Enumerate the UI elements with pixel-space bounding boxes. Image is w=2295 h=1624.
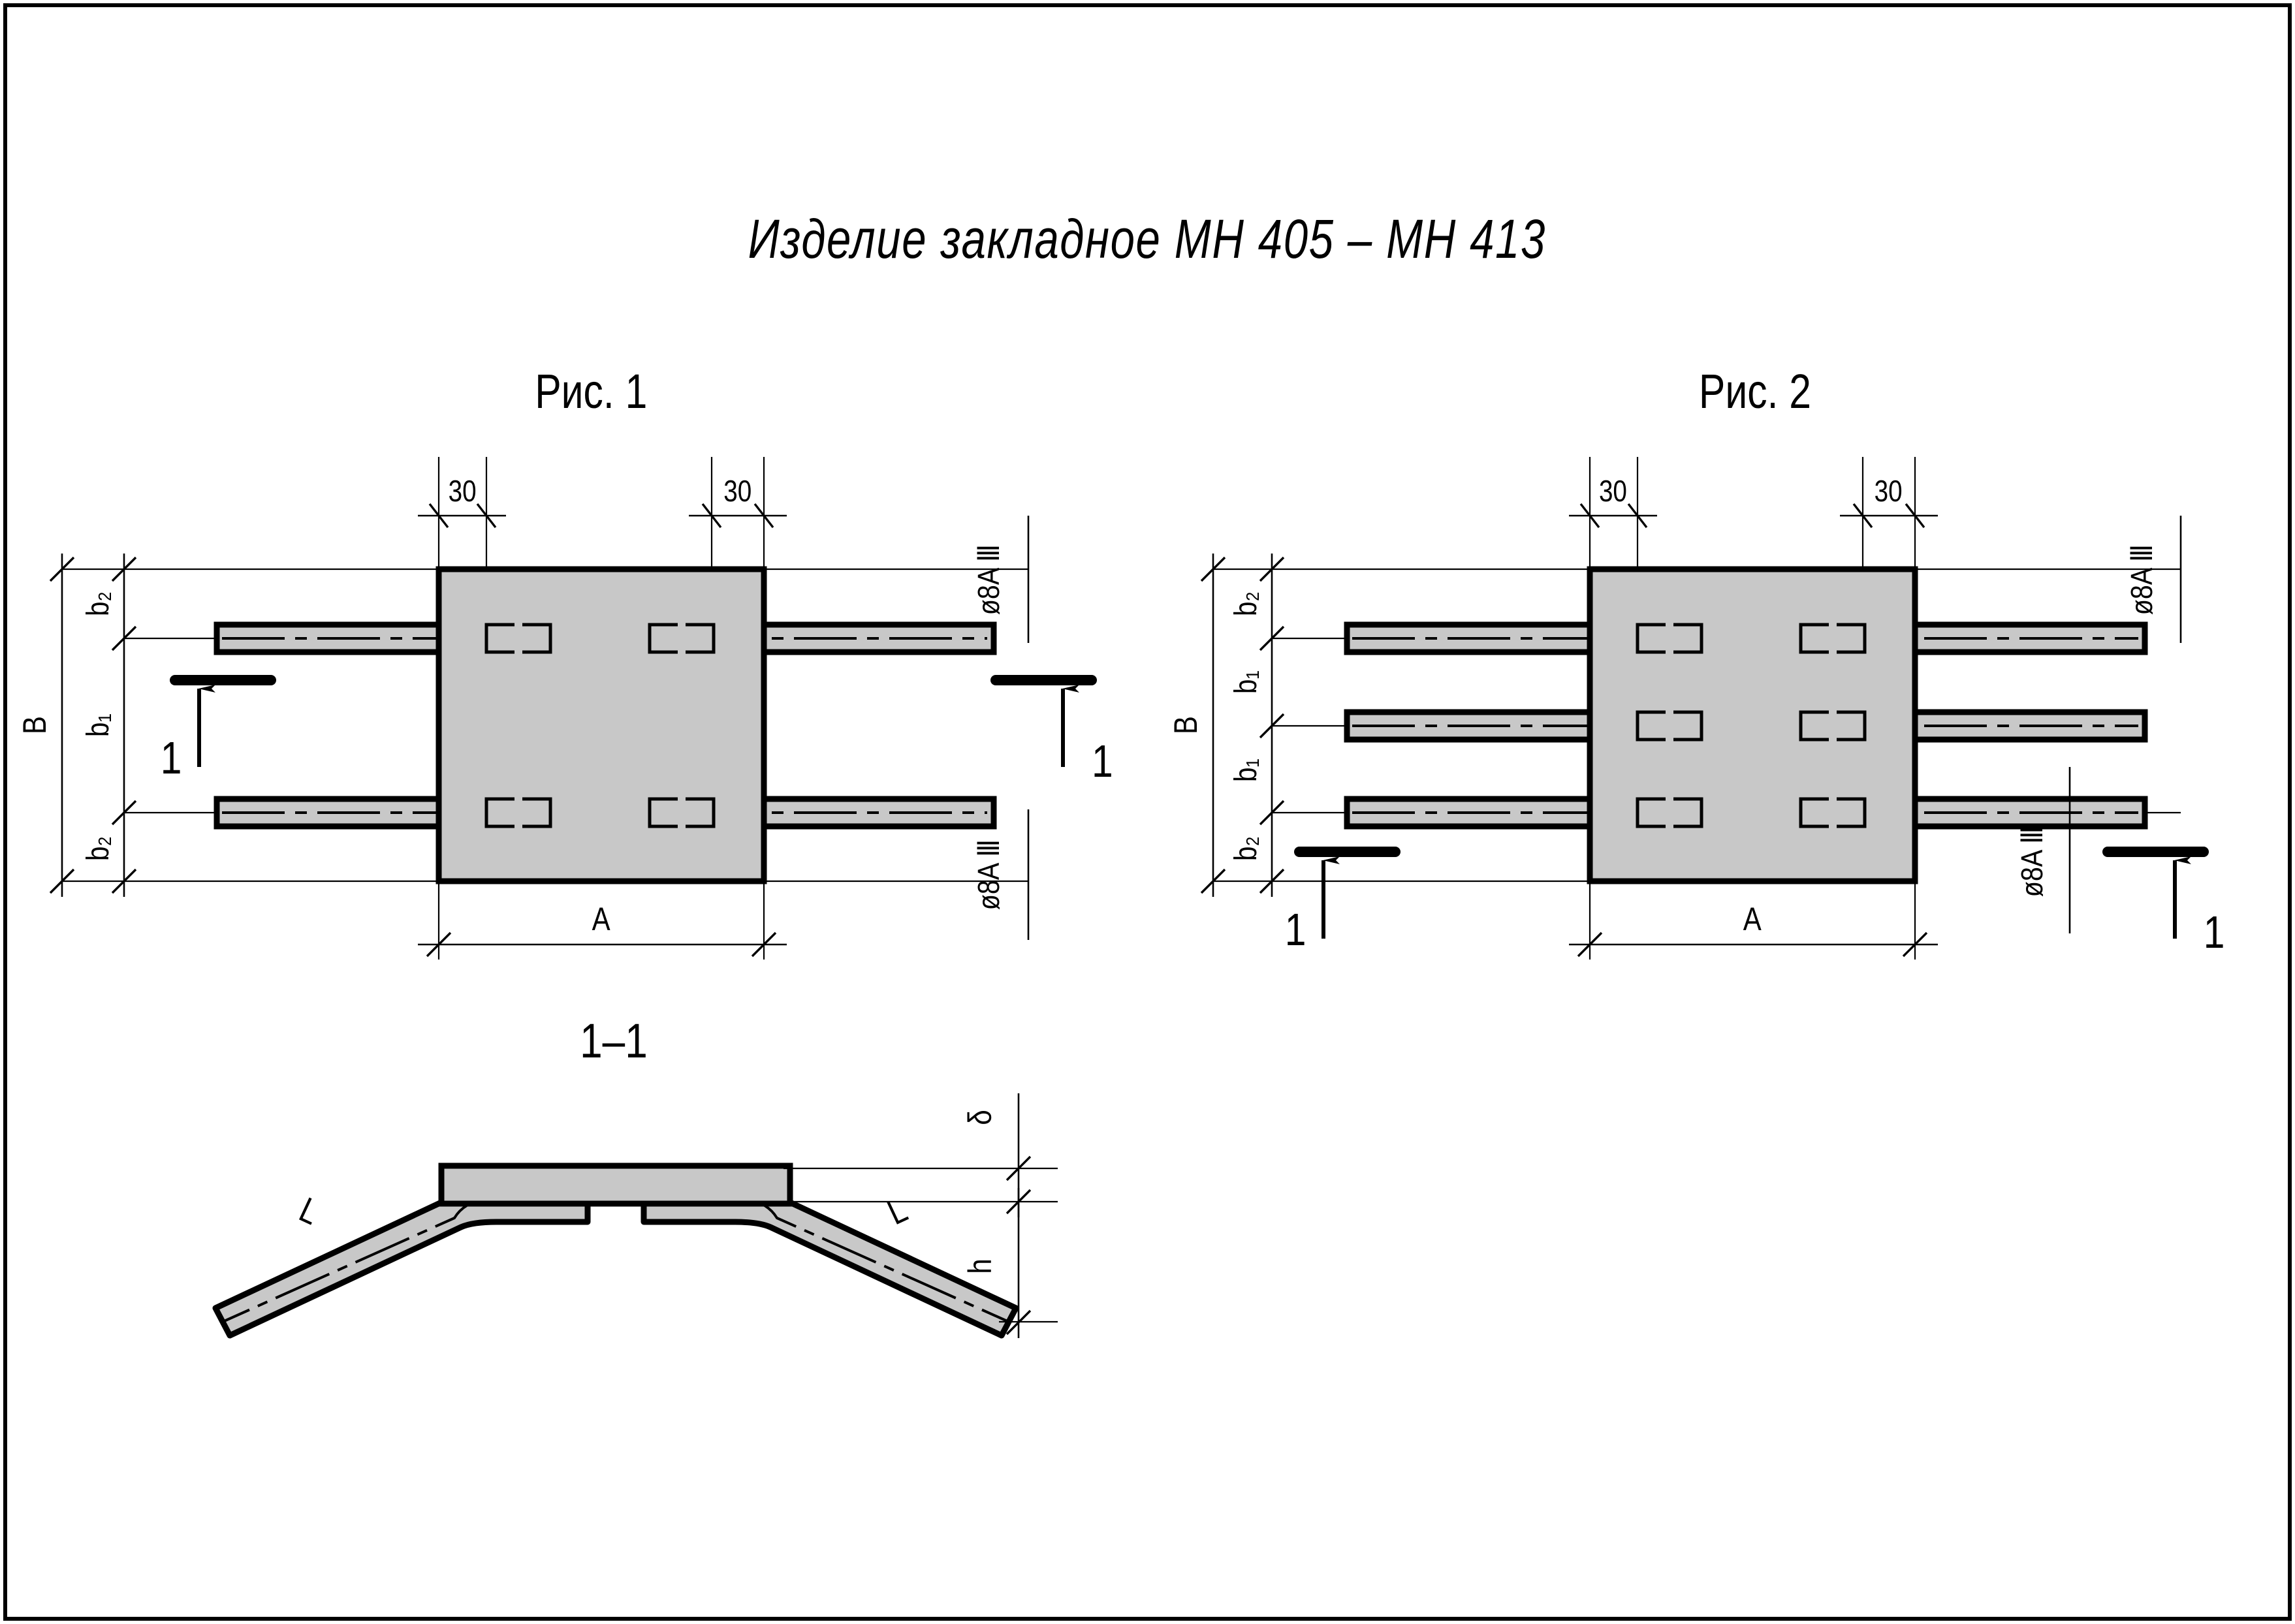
fig1-dim-segments: b₂ b₁ b₂ xyxy=(81,554,137,897)
fig2-dim-30-right-label: 30 xyxy=(1875,475,1903,508)
fig2-rebar-spec-bottom: ø8A Ⅲ xyxy=(2016,767,2071,933)
page-title: Изделие закладное МН 405 – МН 413 xyxy=(748,209,1546,270)
section-plate xyxy=(438,1163,793,1207)
fig2-dim-b1-upper: b₁ xyxy=(1229,670,1263,694)
fig1-rebar-spec-bottom-label: ø8A Ⅲ xyxy=(972,839,1005,911)
fig1-dim-30-right: 30 xyxy=(689,475,787,529)
fig2-weld-marks xyxy=(1636,623,1867,828)
fig1-section-mark-right-label: 1 xyxy=(1092,735,1113,787)
fig1-rebar-spec-top-label: ø8A Ⅲ xyxy=(972,544,1005,616)
fig1-dim-b2-bottom: b₂ xyxy=(81,836,116,861)
fig1-dim-30-right-label: 30 xyxy=(723,475,752,508)
section-dim-depth: h xyxy=(962,1188,1032,1338)
fig2-dim-b1-lower: b₁ xyxy=(1229,758,1263,782)
section-1-1-group: 1–1 L L δ xyxy=(212,1014,1058,1339)
fig1-rebar-spec-top: ø8A Ⅲ xyxy=(972,516,1030,643)
fig2-dim-30-right: 30 xyxy=(1840,475,1938,529)
section-dim-L-right: L xyxy=(881,1190,913,1233)
fig2-dim-b2-bottom: b₂ xyxy=(1229,836,1263,861)
fig2-section-mark-right: 1 xyxy=(2102,847,2225,958)
fig1-dim-A-label: A xyxy=(592,901,610,937)
fig2-anchor-plate xyxy=(1587,566,1918,884)
section-dim-thickness-label: δ xyxy=(962,1110,998,1125)
fig2-rebar-spec-bottom-label: ø8A Ⅲ xyxy=(2016,826,2049,898)
fig1-dim-b1: b₁ xyxy=(81,713,116,737)
fig2-dim-B-label: B xyxy=(1167,716,1204,734)
fig1-weld-marks xyxy=(484,623,716,828)
figure-2-label: Рис. 2 xyxy=(1699,365,1811,418)
section-dim-L-left: L xyxy=(294,1190,325,1233)
fig2-dim-segments: b₂ b₁ b₁ b₂ xyxy=(1229,554,1285,897)
fig1-anchor-plate xyxy=(435,566,767,884)
fig1-section-mark-left: 1 xyxy=(161,675,276,783)
section-dim-depth-label: h xyxy=(962,1258,998,1273)
fig2-dim-b2-top: b₂ xyxy=(1229,591,1263,616)
fig1-rebar-spec-bottom: ø8A Ⅲ xyxy=(972,809,1030,940)
fig2-section-mark-left-label: 1 xyxy=(1285,903,1306,955)
fig1-dim-A: A xyxy=(418,901,787,958)
fig1-dim-b2-top: b₂ xyxy=(81,591,116,616)
fig2-dim-30-left: 30 xyxy=(1569,475,1657,529)
figure-1-label: Рис. 1 xyxy=(535,365,647,418)
fig2-dim-30-left-label: 30 xyxy=(1599,475,1627,508)
figure-2-group: Рис. 2 30 30 xyxy=(1167,365,2225,960)
fig1-section-mark-right: 1 xyxy=(990,675,1113,787)
fig2-dim-A: A xyxy=(1569,901,1938,958)
section-extension-lines xyxy=(783,1167,1058,1323)
fig2-section-mark-right-label: 1 xyxy=(2204,906,2225,958)
fig1-dim-B-label: B xyxy=(16,716,53,734)
fig1-section-mark-left-label: 1 xyxy=(161,732,182,783)
figure-1-group: Рис. 1 30 xyxy=(16,365,1113,960)
fig2-section-mark-left: 1 xyxy=(1285,847,1401,955)
section-dim-thickness: δ xyxy=(962,1093,1032,1217)
sheet-border xyxy=(3,3,2292,1621)
fig2-rebar-spec-top-label: ø8A Ⅲ xyxy=(2125,544,2159,616)
fig2-dim-B: B xyxy=(1167,554,1226,897)
fig1-dim-30-left: 30 xyxy=(418,475,506,529)
fig1-dim-30-left-label: 30 xyxy=(449,475,477,508)
fig2-dim-A-label: A xyxy=(1743,901,1762,937)
section-1-1-label: 1–1 xyxy=(580,1014,648,1068)
fig2-rebar-spec-top: ø8A Ⅲ xyxy=(2125,516,2182,643)
fig1-dim-B: B xyxy=(16,554,75,897)
